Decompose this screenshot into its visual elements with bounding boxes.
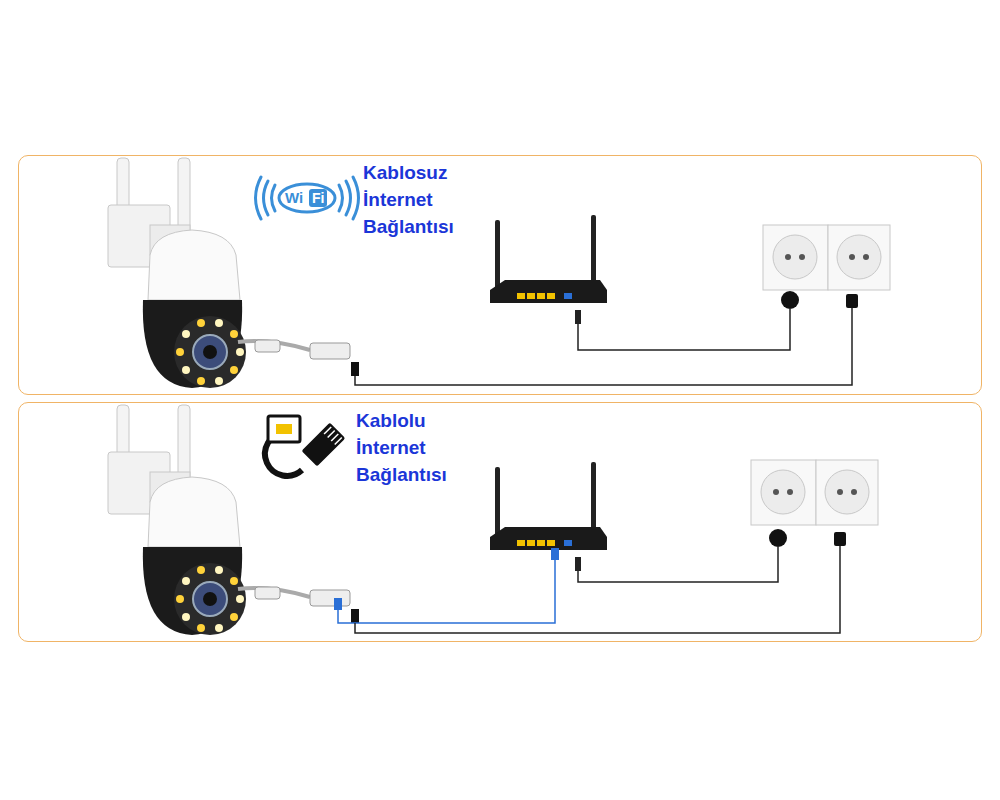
- ethernet-icon: [301, 423, 345, 467]
- panel-heading: Kablosuz İnternet Bağlantısı: [363, 159, 483, 240]
- router: [490, 462, 607, 571]
- power-adapter: [834, 532, 846, 546]
- connection-panel: Kablosuz İnternet Bağlantısı: [18, 155, 982, 395]
- router: [490, 215, 607, 324]
- wifi-icon: [256, 177, 262, 219]
- power-adapter: [846, 294, 858, 308]
- connection-panel: Kablolu İnternet Bağlantısı: [18, 402, 982, 642]
- wifi-label: Fi: [309, 189, 327, 207]
- rj45-plug: [551, 548, 559, 560]
- panel-one-figure: [108, 158, 890, 388]
- ethernet-icon: [324, 427, 331, 434]
- ethernet-icon: [328, 430, 335, 437]
- ethernet-icon: [301, 423, 345, 467]
- ethernet-icon: [276, 424, 292, 434]
- power-wire: [355, 308, 852, 385]
- wifi-icon: [264, 181, 269, 215]
- wifi-icon: [339, 185, 343, 211]
- wall-sockets: [751, 460, 878, 525]
- ethernet-icon: [265, 416, 345, 476]
- power-wire: [578, 547, 778, 582]
- panel-heading: Kablolu İnternet Bağlantısı: [356, 407, 476, 488]
- power-wire: [578, 309, 790, 350]
- ethernet-icon: [331, 434, 338, 441]
- power-wire: [355, 546, 840, 633]
- wifi-icon: [353, 177, 359, 219]
- ptz-camera: [108, 158, 359, 388]
- wifi-icon: [346, 181, 351, 215]
- wifi-icon: [272, 185, 276, 211]
- wifi-icon: [279, 184, 335, 212]
- wifi-label: Wi: [285, 189, 303, 207]
- ethernet-icon: [335, 438, 342, 445]
- ptz-camera: [108, 405, 359, 635]
- wall-sockets: [763, 225, 890, 290]
- power-plug: [769, 529, 787, 547]
- panel-two-figure: [108, 405, 878, 635]
- ethernet-icon: [268, 416, 300, 442]
- power-plug: [781, 291, 799, 309]
- wifi-icon: [256, 177, 359, 219]
- ethernet-cable: [338, 560, 555, 623]
- rj45-plug: [334, 598, 342, 610]
